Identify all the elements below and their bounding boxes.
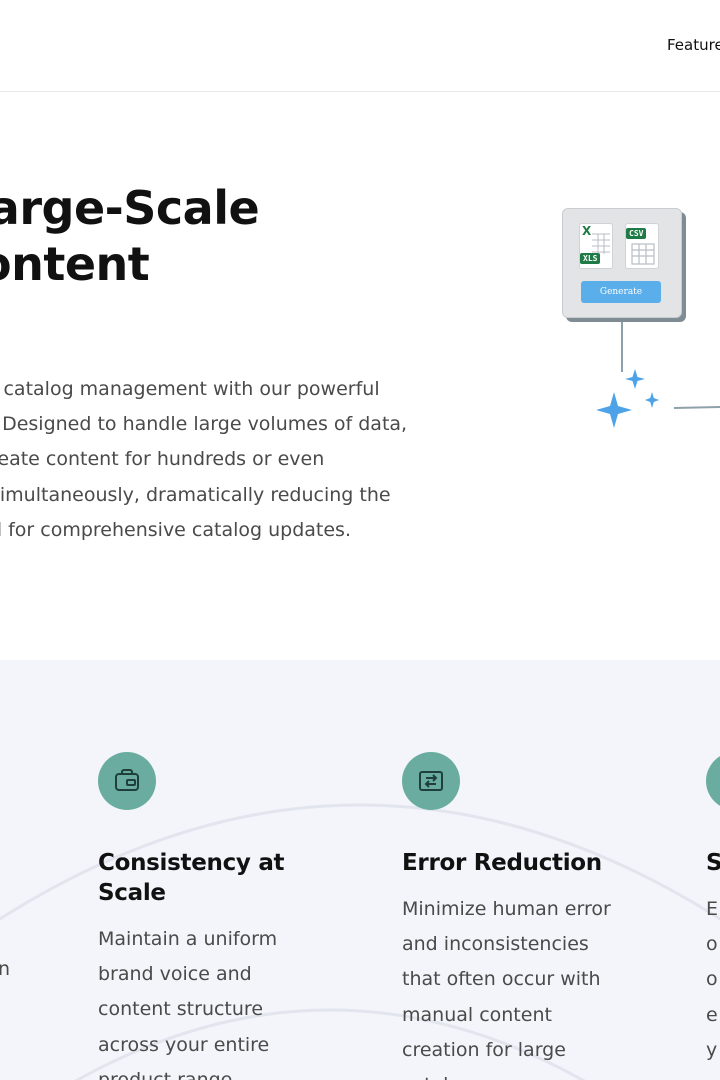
feature-desc-line: that often occur with <box>402 968 601 991</box>
feature-error-reduction: Error Reduction Minimize human error and… <box>402 752 611 1080</box>
feature-title: Consistency at Scale <box>98 848 285 908</box>
xls-file-icon: X XLS <box>579 223 613 269</box>
hero-title: Large-Scale ontent <box>0 180 260 292</box>
feature-desc-line: o <box>706 933 718 956</box>
feature-desc-line: product range. <box>98 1068 239 1080</box>
repeat-icon <box>402 752 460 810</box>
feature-desc-line: catalogs. <box>402 1068 611 1080</box>
hero-desc-line: d for comprehensive catalog updates. <box>0 518 351 541</box>
feature-desc-line: v <box>706 1068 720 1080</box>
feature-description: Maintain a uniform brand voice and conte… <box>98 922 284 1080</box>
hero-illustration: X XLS CSV <box>540 192 720 452</box>
hero-title-line-2: ontent <box>0 237 150 291</box>
feature-desc-line: o <box>706 968 718 991</box>
site-header: Features <box>0 0 720 92</box>
feature-desc-line: y <box>706 1038 718 1061</box>
hero-description: t catalog management with our powerful .… <box>0 372 450 548</box>
feature-description: Minimize human error and inconsistencies… <box>402 892 611 1080</box>
hero-desc-line: simultaneously, dramatically reducing th… <box>0 483 391 506</box>
feature-desc-line: manual content <box>402 1003 552 1026</box>
feature-desc-line: across your entire <box>98 1033 270 1056</box>
feature-desc-line: content structure <box>98 998 264 1021</box>
feature-title-line: Scale <box>98 880 166 906</box>
feature-desc-line: e <box>706 1003 718 1026</box>
decorative-arcs <box>0 803 720 1080</box>
feature-title: Error Reduction <box>402 848 611 878</box>
feature-text-fragment: n <box>0 958 11 980</box>
feature-icon <box>706 752 720 810</box>
hero-desc-line: reate content for hundreds or even <box>0 448 325 471</box>
feature-desc-line: brand voice and <box>98 963 252 986</box>
feature-desc-line: Maintain a uniform <box>98 928 278 950</box>
hero-title-line-1: Large-Scale <box>0 181 260 235</box>
feature-desc-line: creation for large <box>402 1038 566 1061</box>
feature-title-line: Consistency at <box>98 850 285 876</box>
hero-desc-line: t catalog management with our powerful <box>0 378 380 400</box>
feature-consistency: Consistency at Scale Maintain a uniform … <box>98 752 285 1080</box>
feature-title-line: Error Reduction <box>402 850 602 876</box>
sparkle-icon <box>596 369 659 428</box>
excel-x-mark: X <box>582 224 592 238</box>
generate-button[interactable]: Generate <box>581 281 661 303</box>
feature-desc-line: E <box>706 898 719 920</box>
features-section: n Consistency at Scale Maintain a unifor… <box>0 660 720 1080</box>
feature-third: S E o o e y v <box>706 752 720 1080</box>
hero-section: Large-Scale ontent t catalog management … <box>0 92 720 660</box>
nav-link-features[interactable]: Features <box>667 36 720 54</box>
feature-desc-line: Minimize human error <box>402 898 611 920</box>
connector-lines <box>621 320 720 409</box>
feature-title: S <box>706 848 720 878</box>
feature-title-line: S <box>706 850 720 876</box>
csv-label: CSV <box>626 228 647 239</box>
wallet-icon <box>98 752 156 810</box>
file-upload-card: X XLS CSV <box>562 208 682 318</box>
csv-file-icon: CSV <box>625 223 659 269</box>
feature-description: E o o e y v <box>706 892 720 1080</box>
xls-label: XLS <box>580 253 601 264</box>
feature-desc-line: and inconsistencies <box>402 933 589 956</box>
hero-desc-line: . Designed to handle large volumes of da… <box>0 413 408 436</box>
